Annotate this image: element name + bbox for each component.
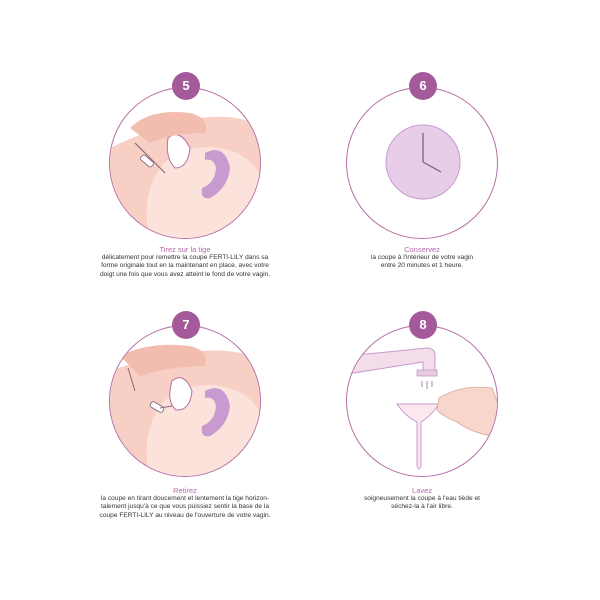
step-7-illustration <box>109 325 261 477</box>
desc-line: forme originale tout en la maintenant en… <box>101 262 269 270</box>
step-title: Conservez <box>404 245 440 254</box>
desc-line: entre 20 minutes et 1 heure. <box>380 262 464 270</box>
step-description: la coupe à l'intérieur de votre vagin en… <box>312 254 532 271</box>
step-description: la coupe en tirant doucement et lentemen… <box>75 495 295 520</box>
desc-line: la coupe en tirant doucement et lentemen… <box>100 495 270 502</box>
step-number-badge: 6 <box>409 72 437 100</box>
anatomy-illustration <box>110 112 260 238</box>
desc-line: soigneusement la coupe à l'eau tiède et <box>364 495 480 502</box>
desc-line: talement jusqu'à ce que vous puissiez se… <box>100 503 270 511</box>
step-title: Tirez sur la tige <box>159 245 211 254</box>
anatomy-illustration <box>110 344 260 476</box>
faucet-hand-illustration <box>347 347 497 470</box>
step-title: Retirez <box>173 486 197 495</box>
desc-line: délicatement pour remettre la coupe FERT… <box>101 254 269 261</box>
desc-line: la coupe à l'intérieur de votre vagin <box>370 254 474 261</box>
step-description: délicatement pour remettre la coupe FERT… <box>75 254 295 279</box>
step-description: soigneusement la coupe à l'eau tiède et … <box>312 495 532 512</box>
step-number-badge: 8 <box>409 311 437 339</box>
desc-line: séchez-la à l'air libre. <box>391 503 453 511</box>
step-number-badge: 7 <box>172 311 200 339</box>
desc-line: coupe FERTI-LILY au niveau de l'ouvertur… <box>99 511 271 519</box>
step-number-badge: 5 <box>172 72 200 100</box>
step-6-illustration <box>346 87 498 239</box>
desc-line: doigt une fois que vous avez atteint le … <box>99 270 271 278</box>
step-5-illustration <box>109 87 261 239</box>
step-8-illustration <box>346 325 498 477</box>
step-title: Lavez <box>411 486 432 495</box>
clock-icon <box>385 124 461 200</box>
